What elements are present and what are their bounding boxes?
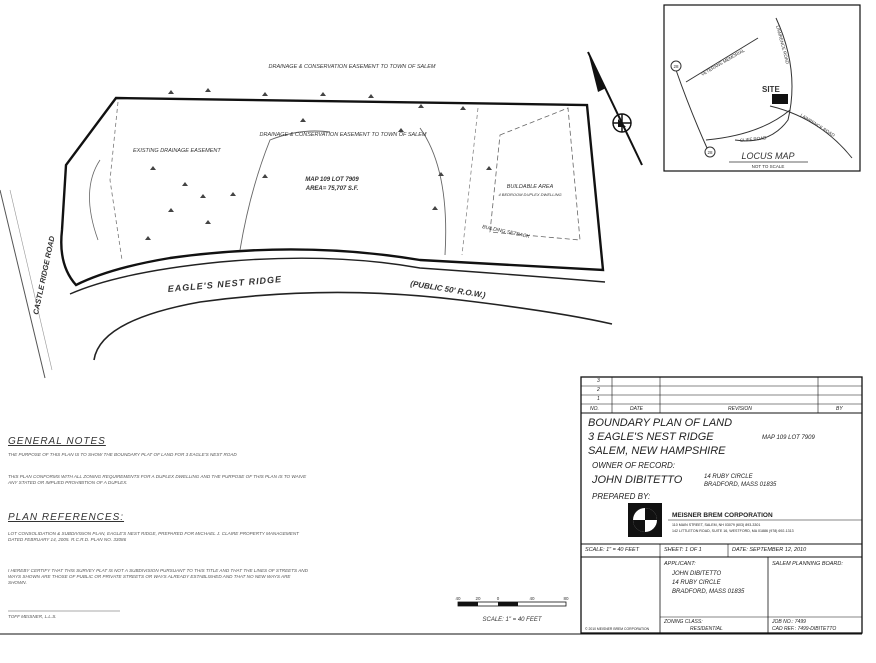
plan-reference-1: LOT CONSOLIDATION & SUBDIVISION PLAN, EA… — [8, 531, 299, 542]
owner-address-1: 14 RUBY CIRCLE — [704, 474, 753, 480]
locus-map-subtitle: NOT TO SCALE — [752, 164, 785, 169]
locus-route-shield-a — [670, 60, 682, 72]
locus-map-title: LOCUS MAP — [741, 151, 794, 161]
scale-bar-graphic — [457, 601, 567, 607]
scale-tick-3: 0 — [497, 596, 500, 601]
buildable-area-sublabel: 4 BEDROOM DUPLEX DWELLING — [498, 192, 561, 197]
scale-tick-5: 80 — [563, 596, 569, 601]
sheet-scale: SCALE: 1" = 40 FEET — [585, 547, 640, 553]
scale-tick-1: 40 — [455, 596, 461, 601]
locus-road-label-c: CLIFF ROAD — [740, 135, 768, 143]
north-arrow — [587, 51, 643, 166]
locus-route-label-b: 28 — [707, 150, 713, 155]
revision-header-revision: REVISION — [728, 406, 752, 412]
scale-bar-label: SCALE: 1" = 40 FEET — [483, 617, 543, 623]
revision-header-no: NO. — [590, 406, 599, 412]
road-edge-north — [69, 257, 606, 295]
locus-site-marker — [772, 94, 788, 104]
general-note-2: THIS PLAN CONFORMS WITH ALL ZONING REQUI… — [8, 474, 307, 485]
revision-row-2: 2 — [597, 387, 600, 393]
lot-boundary — [60, 96, 605, 287]
castle-ridge-road-label: CASTLE RIDGE ROAD — [31, 235, 57, 316]
applicant-line-3: BRADFORD, MASS 01835 — [672, 589, 745, 595]
zoning-class-label: ZONING CLASS: — [664, 619, 703, 625]
vegetation-markers — [145, 88, 492, 240]
locus-site-label: SITE — [762, 85, 780, 94]
title-map-lot: MAP 109 LOT 7909 — [762, 435, 815, 441]
revision-row-3: 3 — [597, 378, 600, 384]
locus-map-frame — [663, 4, 861, 172]
setback-line — [461, 107, 479, 256]
castle-ridge-road-edge — [0, 189, 46, 379]
plan-title-line-1: BOUNDARY PLAN OF LAND — [588, 417, 733, 429]
title-block-frame — [580, 376, 863, 634]
lot-map-label: MAP 109 LOT 7909 — [305, 177, 359, 183]
job-number: JOB NO.: 7499 — [772, 619, 806, 625]
firm-address-2: 142 LITTLETON ROAD, SUITE 16, WESTFORD, … — [672, 529, 794, 533]
firm-address-1: 110 MAIN STREET, SALEM, NH 03079 (603) 8… — [672, 523, 761, 527]
building-setback-label: BUILDING SETBACK — [482, 224, 531, 240]
firm-name: MEISNER BREM CORPORATION — [672, 512, 773, 519]
surveyor-signature: TOFF MEISNER, L.L.S. — [8, 614, 57, 619]
right-of-way-label: (PUBLIC 50' R.O.W.) — [410, 279, 487, 300]
applicant-label: APPLICANT: — [664, 561, 696, 567]
buildable-area-label: BUILDABLE AREA — [507, 184, 554, 190]
drainage-easement-line-east — [419, 127, 447, 256]
zoning-class-value: RESIDENTIAL — [690, 626, 723, 632]
existing-drainage-label: EXISTING DRAINAGE EASEMENT — [133, 148, 221, 154]
copyright-note: © 2010 MEISNER BREM CORPORATION — [585, 627, 650, 631]
scale-tick-2: 20 — [475, 596, 481, 601]
firm-logo — [628, 503, 662, 537]
owner-name: JOHN DIBITETTO — [592, 474, 683, 486]
easement-line-west — [109, 101, 123, 261]
revision-header-date: DATE — [630, 406, 643, 412]
owner-of-record-label: OWNER OF RECORD: — [592, 461, 675, 470]
drainage-easement-mid-label: DRAINAGE & CONSERVATION EASEMENT TO TOWN… — [260, 132, 427, 138]
revision-header-by: BY — [836, 406, 843, 412]
buildable-area-outline — [489, 107, 581, 241]
revision-row-1: 1 — [597, 396, 600, 402]
certification-note: I HEREBY CERTIFY THAT THIS SURVEY PLAT I… — [8, 568, 308, 585]
plan-title-line-2: 3 EAGLE'S NEST RIDGE — [588, 431, 714, 443]
applicant-line-2: 14 RUBY CIRCLE — [672, 580, 721, 586]
easement-curve-west — [89, 159, 101, 241]
sheet-date: DATE: SEPTEMBER 12, 2010 — [732, 547, 807, 553]
lot-area-label: AREA= 75,707 S.F. — [305, 186, 359, 192]
planning-board-label: SALEM PLANNING BOARD: — [772, 561, 843, 567]
general-notes-title: GENERAL NOTES — [8, 436, 106, 447]
general-note-1: THE PURPOSE OF THIS PLAN IS TO SHOW THE … — [8, 452, 237, 457]
plan-references-title: PLAN REFERENCES: — [8, 512, 125, 523]
locus-route-label-a: 28 — [673, 64, 679, 69]
drainage-easement-top-label: DRAINAGE & CONSERVATION EASEMENT TO TOWN… — [269, 64, 436, 70]
street-name-label: EAGLE'S NEST RIDGE — [167, 274, 282, 294]
castle-ridge-road-edge-inner — [9, 189, 53, 371]
plan-title-line-3: SALEM, NEW HAMPSHIRE — [588, 445, 726, 457]
owner-address-2: BRADFORD, MASS 01835 — [704, 482, 777, 488]
locus-route-shield-b — [704, 146, 716, 158]
scale-tick-4: 40 — [529, 596, 535, 601]
prepared-by-label: PREPARED BY: — [592, 492, 651, 501]
applicant-line-1: JOHN DIBITETTO — [672, 571, 722, 577]
road-edge-south — [93, 291, 613, 361]
sheet-number: SHEET: 1 OF 1 — [664, 547, 702, 553]
cad-reference: CAD REF.: 7499-DIBITETTO — [772, 626, 837, 632]
locus-map-roads — [675, 17, 853, 159]
drainage-easement-line — [239, 130, 331, 251]
